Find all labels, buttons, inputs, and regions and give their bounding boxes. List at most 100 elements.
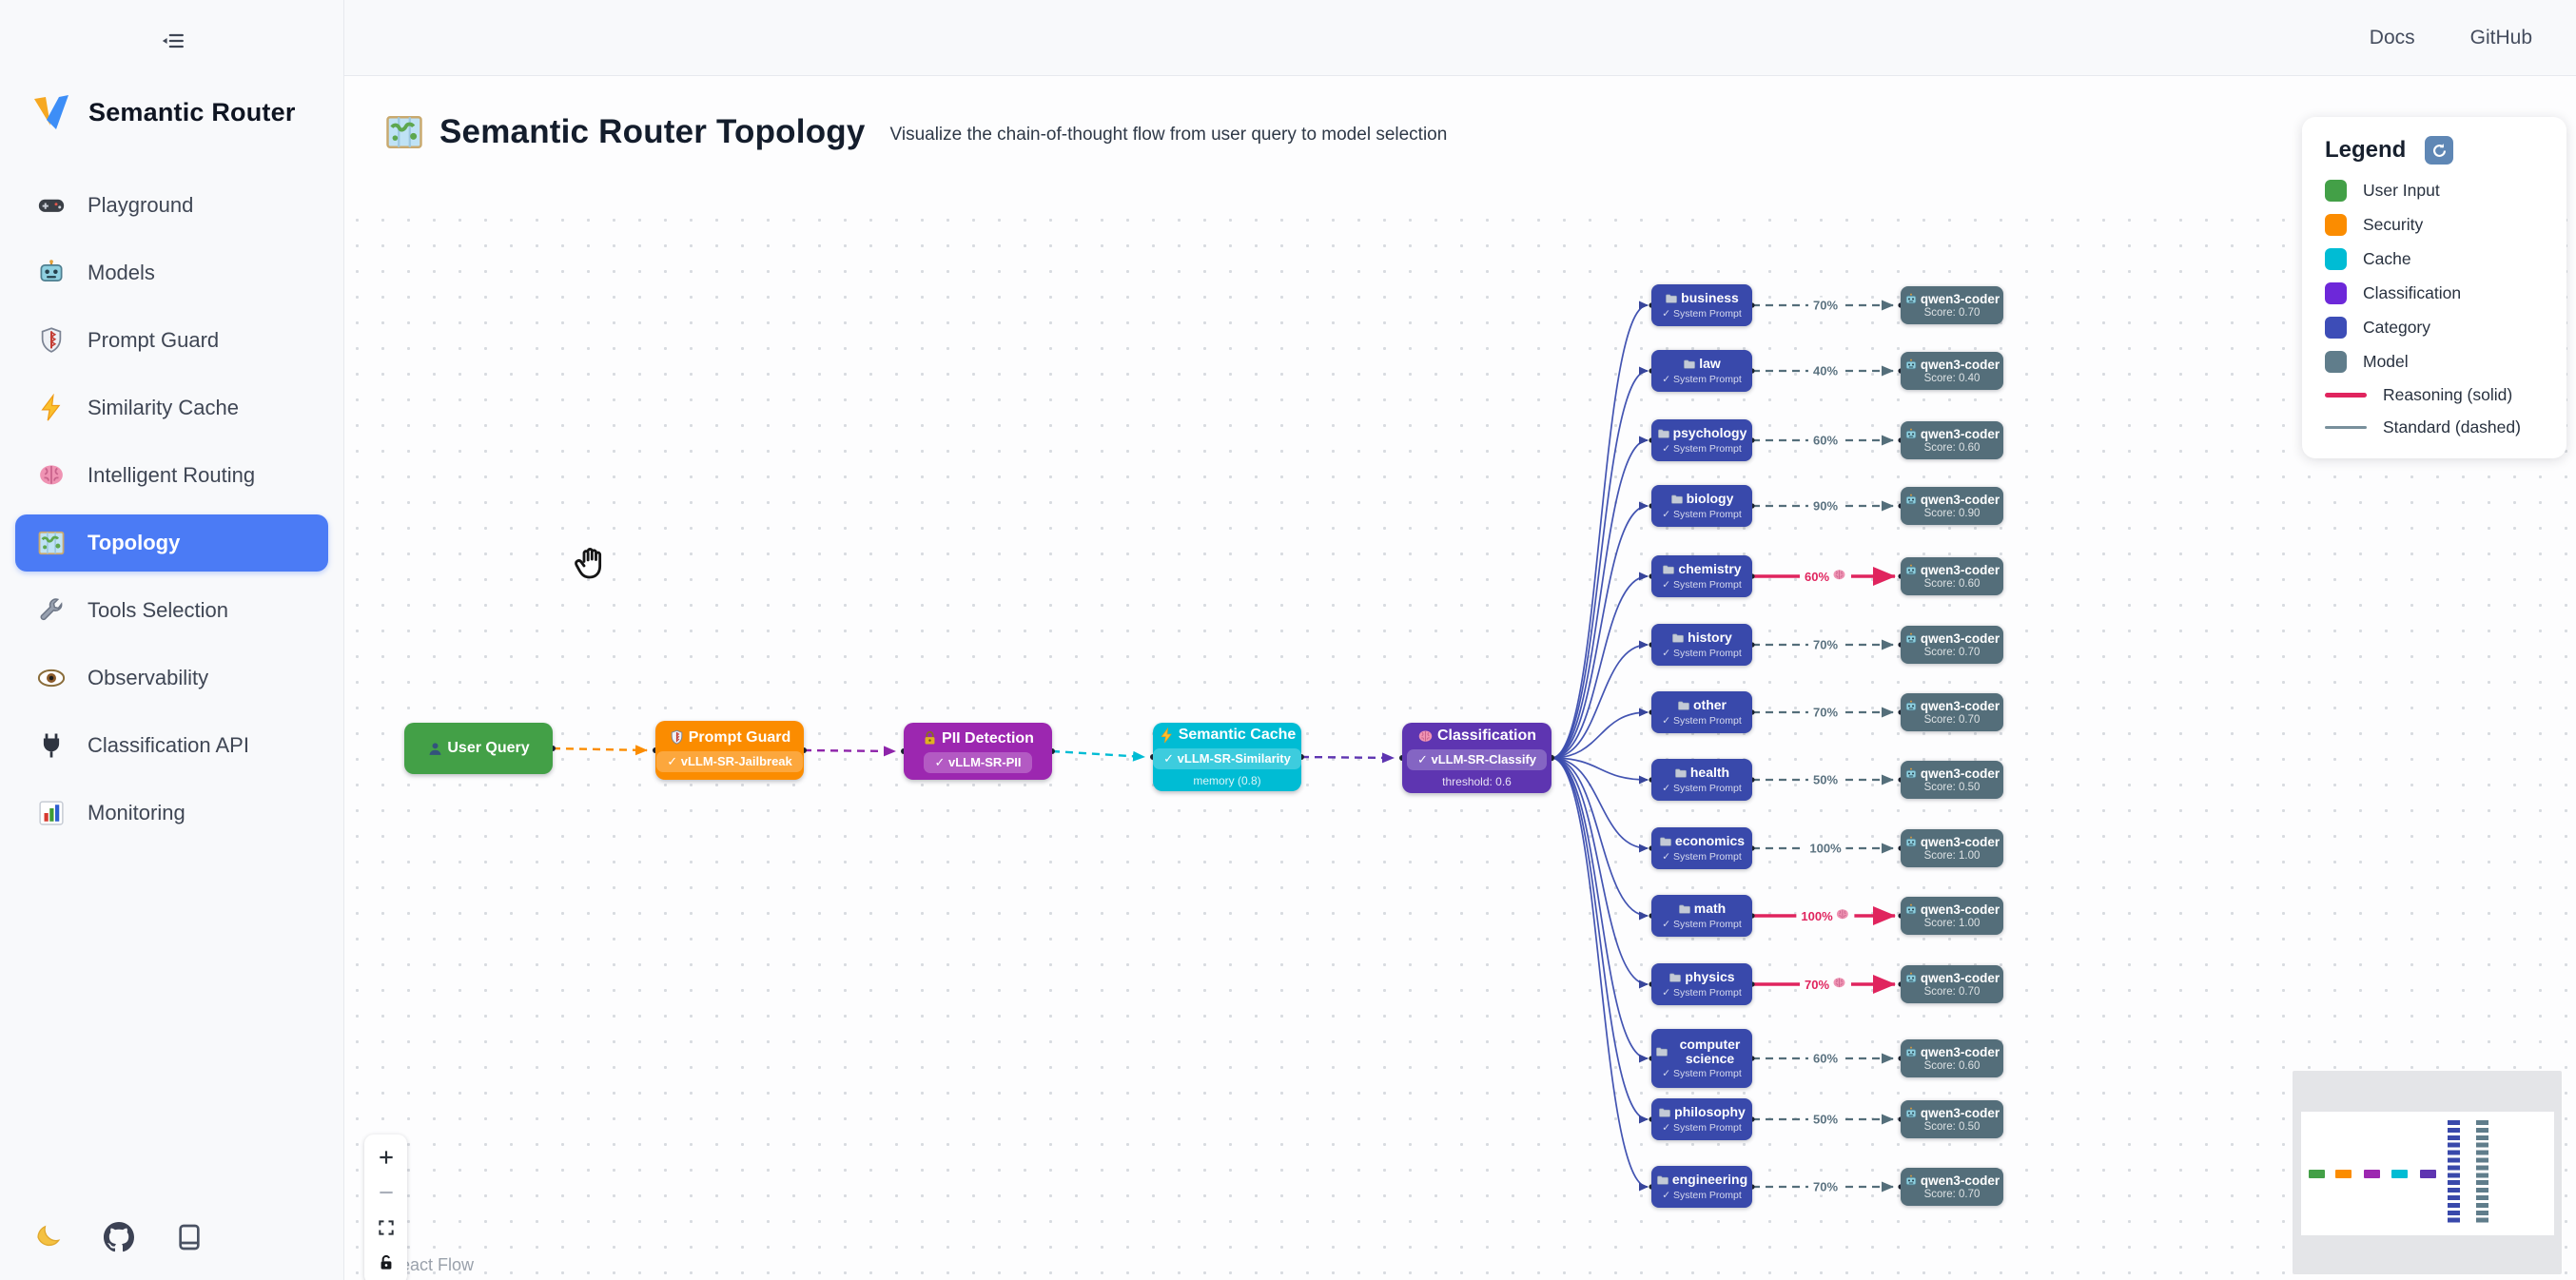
category-node-biology[interactable]: biology ✓ System Prompt: [1651, 485, 1752, 527]
category-node-other[interactable]: other ✓ System Prompt: [1651, 691, 1752, 733]
folder-icon: [1659, 835, 1672, 848]
sidebar-item-classification-api[interactable]: Classification API: [15, 717, 328, 774]
category-node-engineering[interactable]: engineering ✓ System Prompt: [1651, 1166, 1752, 1208]
legend-line-swatch: [2325, 426, 2367, 429]
category-name: law: [1699, 356, 1721, 372]
edge-percent-label: 60%: [1807, 432, 1844, 449]
pipeline-node-pii-detection[interactable]: PII Detection ✓ vLLM-SR-PII: [904, 723, 1052, 780]
robot-icon: [1904, 972, 1918, 985]
category-node-business[interactable]: business ✓ System Prompt: [1651, 284, 1752, 326]
gamepad-icon: [36, 190, 67, 221]
model-node-psychology[interactable]: qwen3-coder Score: 0.60: [1901, 421, 2003, 459]
edge-percent-value: 50%: [1812, 1112, 1839, 1127]
sidebar-item-prompt-guard[interactable]: Prompt Guard: [15, 312, 328, 369]
theme-moon-icon[interactable]: [32, 1221, 65, 1253]
category-name: other: [1693, 697, 1727, 713]
edge-percent-label: 90%: [1807, 497, 1844, 514]
zoom-out-button[interactable]: [371, 1177, 400, 1207]
pipeline-node-badge: ✓ vLLM-SR-Similarity: [1153, 748, 1301, 769]
edge-percent-label: 100%: [1796, 906, 1855, 925]
sidebar-item-tools-selection[interactable]: Tools Selection: [15, 582, 328, 639]
lock-icon: [922, 730, 938, 747]
category-system-prompt: ✓ System Prompt: [1662, 307, 1742, 320]
eye-icon: [36, 663, 67, 693]
model-score: Score: 0.70: [1923, 986, 1981, 998]
github-link[interactable]: GitHub: [2469, 26, 2532, 48]
model-score: Score: 1.00: [1923, 850, 1981, 862]
legend-swatch: [2325, 180, 2347, 202]
github-icon[interactable]: [103, 1221, 135, 1253]
category-node-health[interactable]: health ✓ System Prompt: [1651, 759, 1752, 801]
model-name: qwen3-coder: [1920, 699, 2000, 713]
sidebar-item-label: Topology: [88, 531, 181, 554]
model-node-physics[interactable]: qwen3-coder Score: 0.70: [1901, 965, 2003, 1003]
model-node-history[interactable]: qwen3-coder Score: 0.70: [1901, 626, 2003, 664]
category-node-math[interactable]: math ✓ System Prompt: [1651, 895, 1752, 937]
category-system-prompt: ✓ System Prompt: [1662, 373, 1742, 385]
sidebar-collapse-icon[interactable]: [151, 25, 193, 57]
sidebar-item-topology[interactable]: Topology: [15, 514, 328, 572]
category-node-philosophy[interactable]: philosophy ✓ System Prompt: [1651, 1098, 1752, 1140]
map-icon: [36, 528, 67, 558]
pipeline-node-badge: ✓ vLLM-SR-PII: [924, 751, 1032, 773]
sidebar-item-intelligent-routing[interactable]: Intelligent Routing: [15, 447, 328, 504]
model-name: qwen3-coder: [1920, 631, 2000, 646]
pipeline-node-user-query[interactable]: User Query: [404, 723, 553, 774]
folder-icon: [1662, 563, 1675, 576]
robot-icon: [1904, 700, 1918, 713]
fit-view-button[interactable]: [371, 1212, 400, 1242]
model-node-math[interactable]: qwen3-coder Score: 1.00: [1901, 897, 2003, 935]
category-node-economics[interactable]: economics ✓ System Prompt: [1651, 827, 1752, 869]
category-node-law[interactable]: law ✓ System Prompt: [1651, 350, 1752, 392]
model-node-philosophy[interactable]: qwen3-coder Score: 0.50: [1901, 1100, 2003, 1138]
model-node-business[interactable]: qwen3-coder Score: 0.70: [1901, 286, 2003, 324]
category-system-prompt: ✓ System Prompt: [1662, 918, 1742, 930]
model-node-chemistry[interactable]: qwen3-coder Score: 0.60: [1901, 557, 2003, 595]
legend-item: Cache: [2325, 248, 2544, 270]
legend-item-label: Security: [2363, 215, 2424, 234]
lock-toggle-button[interactable]: [371, 1248, 400, 1277]
category-node-history[interactable]: history ✓ System Prompt: [1651, 624, 1752, 666]
sidebar-item-monitoring[interactable]: Monitoring: [15, 785, 328, 842]
legend-line-item: Standard (dashed): [2325, 417, 2544, 437]
category-node-chemistry[interactable]: chemistry ✓ System Prompt: [1651, 555, 1752, 597]
edge-percent-value: 70%: [1804, 977, 1830, 992]
model-node-computer-science[interactable]: qwen3-coder Score: 0.60: [1901, 1039, 2003, 1077]
flow-edges: [550, 300, 1903, 1193]
legend-swatch: [2325, 282, 2347, 304]
pipeline-node-title: PII Detection: [942, 729, 1034, 747]
category-node-physics[interactable]: physics ✓ System Prompt: [1651, 963, 1752, 1005]
category-node-psychology[interactable]: psychology ✓ System Prompt: [1651, 419, 1752, 461]
docs-link[interactable]: Docs: [2369, 26, 2415, 48]
pipeline-node-prompt-guard[interactable]: Prompt Guard ✓ vLLM-SR-Jailbreak: [655, 721, 804, 780]
model-node-other[interactable]: qwen3-coder Score: 0.70: [1901, 693, 2003, 731]
model-node-economics[interactable]: qwen3-coder Score: 1.00: [1901, 829, 2003, 867]
sidebar-item-similarity-cache[interactable]: Similarity Cache: [15, 379, 328, 436]
model-node-law[interactable]: qwen3-coder Score: 0.40: [1901, 352, 2003, 390]
model-score: Score: 0.60: [1923, 578, 1981, 590]
model-name: qwen3-coder: [1920, 292, 2000, 306]
category-node-computer-science[interactable]: computer science ✓ System Prompt: [1651, 1029, 1752, 1088]
pipeline-node-semantic-cache[interactable]: Semantic Cache ✓ vLLM-SR-Similarity memo…: [1153, 723, 1301, 791]
sidebar-item-observability[interactable]: Observability: [15, 650, 328, 707]
zoom-in-button[interactable]: [371, 1142, 400, 1172]
model-name: qwen3-coder: [1920, 835, 2000, 849]
sidebar-item-models[interactable]: Models: [15, 244, 328, 301]
model-node-biology[interactable]: qwen3-coder Score: 0.90: [1901, 487, 2003, 525]
topology-canvas[interactable]: Semantic Router Topology Visualize the c…: [344, 76, 2576, 1280]
legend-refresh-icon[interactable]: [2425, 136, 2454, 165]
pipeline-node-classification[interactable]: Classification ✓ vLLM-SR-Classify thresh…: [1402, 723, 1551, 793]
folder-icon: [1669, 971, 1682, 984]
category-system-prompt: ✓ System Prompt: [1662, 508, 1742, 520]
minimap[interactable]: [2293, 1071, 2562, 1274]
book-icon[interactable]: [173, 1221, 205, 1253]
sidebar-item-label: Tools Selection: [88, 598, 228, 622]
reactflow-attribution: React Flow: [388, 1255, 475, 1274]
model-node-engineering[interactable]: qwen3-coder Score: 0.70: [1901, 1168, 2003, 1206]
sidebar-item-playground[interactable]: Playground: [15, 177, 328, 234]
category-name: economics: [1674, 833, 1746, 849]
model-node-health[interactable]: qwen3-coder Score: 0.50: [1901, 761, 2003, 799]
legend-title: Legend: [2325, 137, 2407, 163]
reasoning-brain-icon: [1832, 976, 1846, 993]
category-system-prompt: ✓ System Prompt: [1662, 782, 1742, 794]
